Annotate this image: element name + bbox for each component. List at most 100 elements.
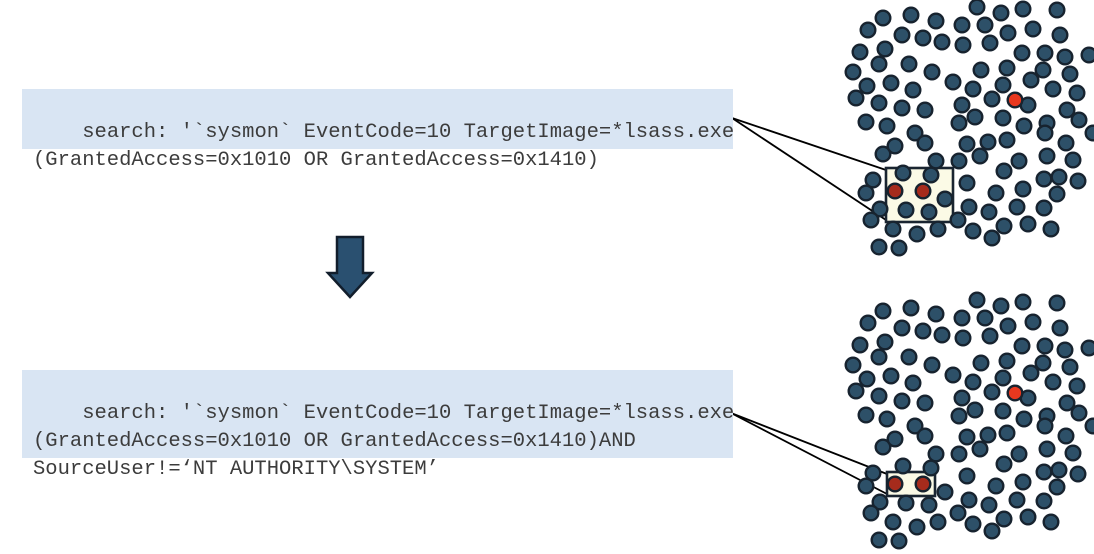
event-dot bbox=[1056, 48, 1074, 66]
event-dot bbox=[1048, 478, 1066, 496]
event-dot bbox=[914, 29, 932, 47]
event-dot bbox=[949, 504, 967, 522]
event-dot bbox=[968, 0, 986, 16]
event-dot bbox=[878, 117, 896, 135]
event-dot bbox=[1084, 417, 1094, 435]
event-dot bbox=[902, 299, 920, 317]
event-dot bbox=[847, 89, 865, 107]
event-dot bbox=[923, 63, 941, 81]
event-dot bbox=[1058, 394, 1076, 412]
event-dot bbox=[950, 114, 968, 132]
event-dot bbox=[862, 504, 880, 522]
event-dot bbox=[1036, 124, 1054, 142]
event-dot bbox=[1070, 404, 1088, 422]
event-dot bbox=[1048, 185, 1066, 203]
event-dot bbox=[904, 374, 922, 392]
event-dot bbox=[944, 366, 962, 384]
event-dot bbox=[976, 16, 994, 34]
event-dot bbox=[878, 410, 896, 428]
event-dot bbox=[922, 459, 940, 477]
event-dot bbox=[844, 356, 862, 374]
event-dot bbox=[908, 518, 926, 536]
event-dot bbox=[870, 348, 888, 366]
event-dot bbox=[897, 494, 915, 512]
event-dot bbox=[987, 184, 1005, 202]
event-dot bbox=[902, 6, 920, 24]
event-dot bbox=[1070, 111, 1088, 129]
event-dot bbox=[998, 352, 1016, 370]
event-dot bbox=[1015, 117, 1033, 135]
event-dot bbox=[862, 211, 880, 229]
query-before-box: search: '`sysmon` EventCode=10 TargetIma… bbox=[22, 89, 734, 172]
event-dot bbox=[1069, 465, 1087, 483]
event-dot bbox=[927, 305, 945, 323]
event-dot bbox=[944, 73, 962, 91]
event-dot bbox=[890, 532, 908, 550]
event-dot bbox=[844, 63, 862, 81]
event-dot bbox=[995, 455, 1013, 473]
down-arrow-icon bbox=[325, 235, 375, 299]
event-dot bbox=[1014, 180, 1032, 198]
event-dot bbox=[851, 336, 869, 354]
event-dot bbox=[906, 417, 924, 435]
event-dot bbox=[1050, 168, 1068, 186]
event-dot bbox=[964, 515, 982, 533]
event-dot bbox=[999, 317, 1017, 335]
event-dot bbox=[1036, 417, 1054, 435]
event-dot bbox=[864, 464, 882, 482]
event-dot bbox=[953, 96, 971, 114]
event-dot bbox=[933, 326, 951, 344]
event-dot bbox=[983, 383, 1001, 401]
event-dot bbox=[971, 147, 989, 165]
event-dot bbox=[876, 40, 894, 58]
event-dot bbox=[1038, 147, 1056, 165]
event-dot bbox=[964, 222, 982, 240]
event-dot bbox=[999, 24, 1017, 42]
event-dot bbox=[920, 496, 938, 514]
event-dot bbox=[870, 531, 888, 549]
event-dot bbox=[904, 81, 922, 99]
event-dot bbox=[900, 55, 918, 73]
event-dot bbox=[874, 302, 892, 320]
event-dot bbox=[908, 225, 926, 243]
event-dot bbox=[971, 440, 989, 458]
query-before-text: search: '`sysmon` EventCode=10 TargetIma… bbox=[33, 121, 735, 172]
event-dot bbox=[1036, 44, 1054, 62]
event-dot bbox=[953, 309, 971, 327]
event-dot bbox=[1014, 0, 1032, 18]
event-dot bbox=[923, 356, 941, 374]
event-dot bbox=[884, 513, 902, 531]
event-dot bbox=[987, 477, 1005, 495]
event-dot bbox=[1022, 71, 1040, 89]
event-dot bbox=[972, 354, 990, 372]
event-dot bbox=[874, 438, 892, 456]
event-dot bbox=[1015, 410, 1033, 428]
event-dot bbox=[950, 445, 968, 463]
callout-line bbox=[730, 412, 888, 475]
event-dot bbox=[1057, 427, 1075, 445]
event-dot bbox=[960, 198, 978, 216]
event-dot bbox=[995, 510, 1013, 528]
event-dot bbox=[998, 59, 1016, 77]
event-dot bbox=[1014, 473, 1032, 491]
event-dot bbox=[927, 445, 945, 463]
event-dot bbox=[1051, 319, 1069, 337]
event-dot bbox=[886, 430, 904, 448]
event-dot bbox=[994, 402, 1012, 420]
malicious-event-dot bbox=[914, 182, 932, 200]
callout-line bbox=[731, 117, 887, 221]
event-dot bbox=[1010, 152, 1028, 170]
event-dot bbox=[886, 137, 904, 155]
event-dot bbox=[851, 43, 869, 61]
callout-line bbox=[731, 117, 887, 171]
event-dot bbox=[964, 373, 982, 391]
event-dot bbox=[1044, 373, 1062, 391]
event-dot bbox=[1080, 339, 1094, 357]
event-dot bbox=[983, 229, 1001, 247]
event-dot bbox=[958, 467, 976, 485]
event-dot bbox=[1038, 440, 1056, 458]
event-dot bbox=[1084, 124, 1094, 142]
event-dot bbox=[847, 382, 865, 400]
event-dot bbox=[981, 34, 999, 52]
